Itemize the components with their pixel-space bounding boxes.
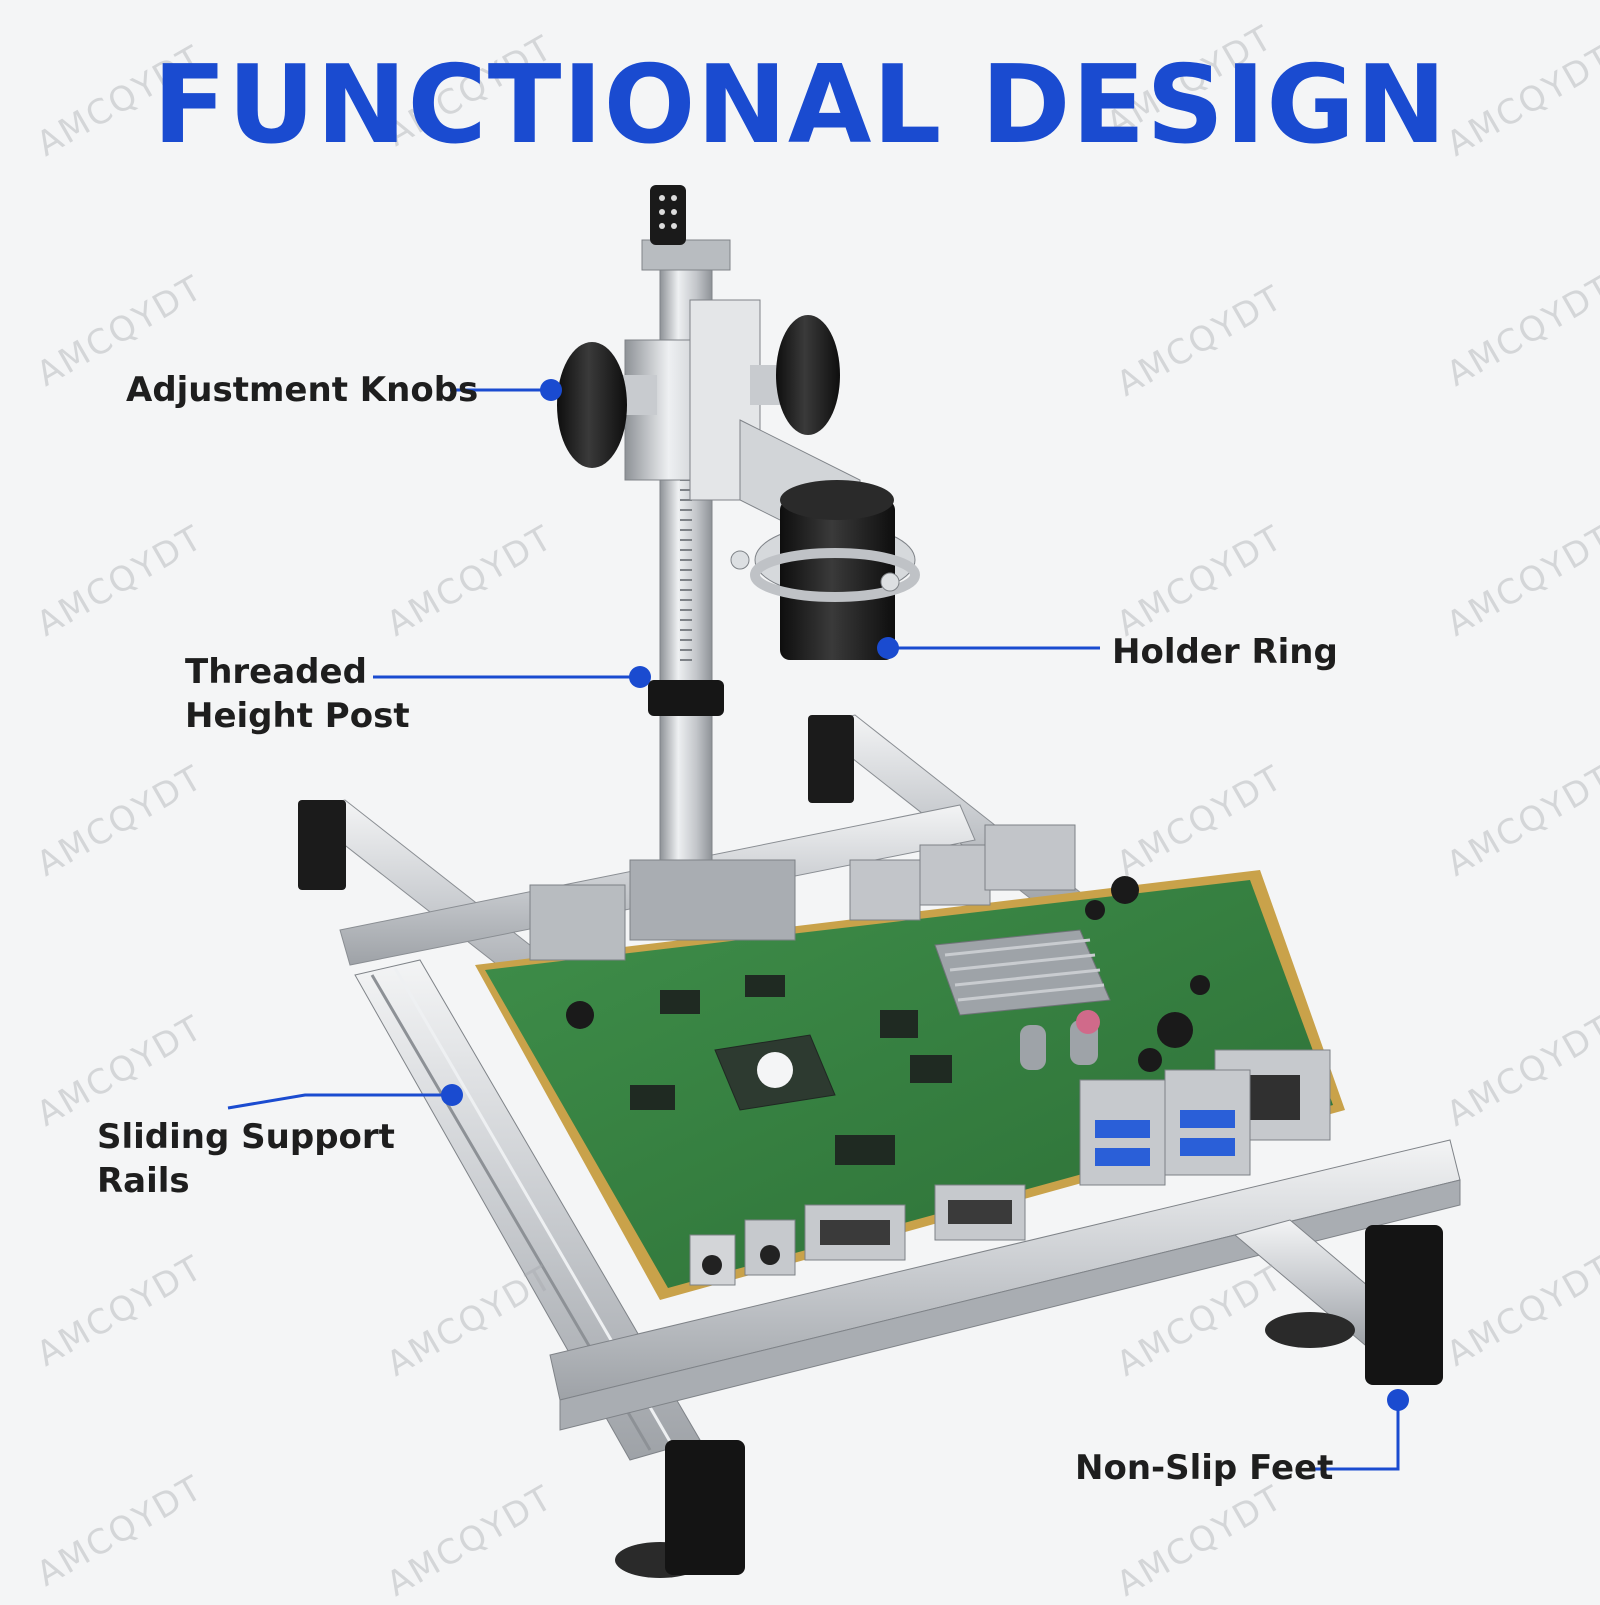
adjustment-knob-right [750,315,840,435]
label-adjustment-knobs-text: Adjustment Knobs [126,370,479,410]
label-threaded-height-post-line2: Height Post [185,696,410,736]
label-sliding-support-rails: Sliding Support Rails [97,1115,395,1203]
back-rail-left [298,799,602,1011]
holder-ring [730,480,920,660]
label-non-slip-feet: Non-Slip Feet [1075,1446,1333,1490]
label-threaded-height-post: Threaded Height Post [185,650,410,738]
callout-lines [227,388,1400,1471]
adjustment-knob-left [557,342,657,468]
label-holder-ring: Holder Ring [1112,630,1338,674]
height-post [641,185,731,861]
callout-dots [441,379,1409,1411]
front-crossbar [549,1139,1461,1431]
label-holder-ring-text: Holder Ring [1112,632,1338,672]
circuit-board [475,824,1345,1300]
non-slip-foot-front-right [1265,1225,1443,1385]
label-threaded-height-post-line1: Threaded [185,652,367,692]
label-sliding-support-rails-line2: Rails [97,1161,190,1201]
label-non-slip-feet-text: Non-Slip Feet [1075,1448,1334,1488]
non-slip-foot-front-left [615,1440,745,1578]
label-adjustment-knobs: Adjustment Knobs [126,368,478,412]
page-title: FUNCTIONAL DESIGN [152,43,1448,168]
carriage-block [624,299,861,561]
label-sliding-support-rails-line1: Sliding Support [97,1117,395,1157]
